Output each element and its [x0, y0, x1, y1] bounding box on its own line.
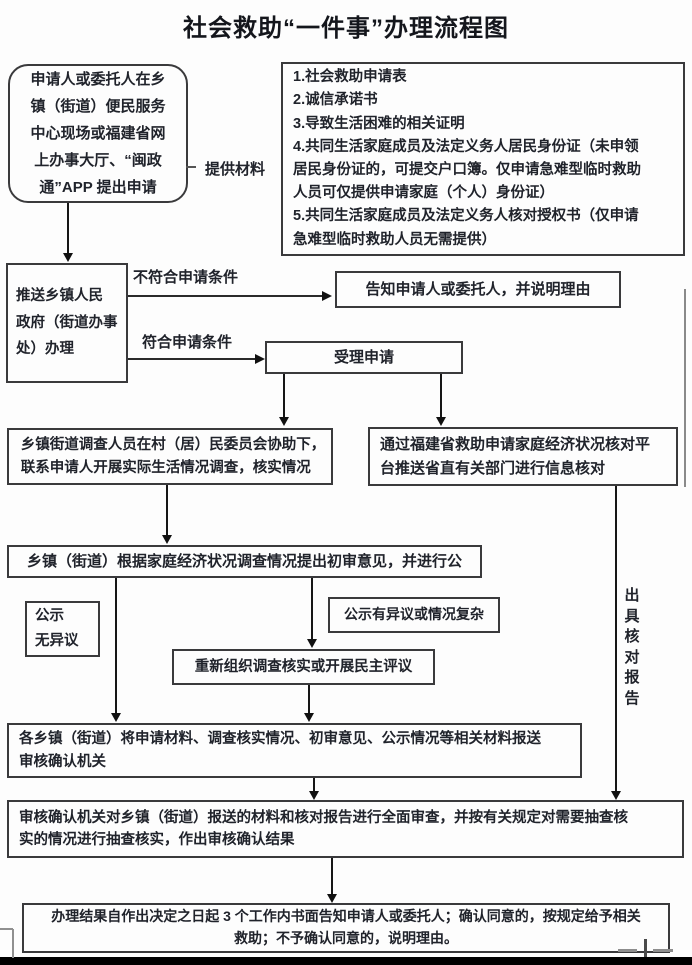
node-accept: 受理申请 [265, 341, 463, 374]
node-final-review-text: 审核确认机关对乡镇（街道）报送的材料和核对报告进行全面审查，并按有关规定对需要抽… [19, 809, 628, 848]
arrowhead-accept-to-platform [436, 417, 446, 426]
node-initial-review: 乡镇（街道）根据家庭经济状况调查情况提出初审意见，并进行公 [7, 545, 482, 578]
arrowhead-recheck-to-submit [304, 713, 314, 722]
scan-artifact-bottom-left-h [0, 928, 13, 930]
node-initial-review-text: 乡镇（街道）根据家庭经济状况调查情况提出初审意见，并进行公 [27, 552, 463, 570]
arrowhead-push-to-notify [322, 291, 332, 301]
arrowhead-final-to-result [327, 894, 337, 903]
issue-report-label: 出 具 核 对 报 告 [624, 587, 640, 707]
node-notify-text: 告知申请人或委托人，并说明理由 [365, 280, 591, 298]
arrowhead-initial-to-recheck [307, 639, 317, 648]
node-recheck-text: 重新组织调查核实或开展民主评议 [194, 658, 413, 675]
node-materials: 1.社会救助申请表 2.诚信承诺书 3.导致生活困难的相关证明 4.共同生活家庭… [281, 62, 685, 256]
arrow-line-accept-to-platform [440, 374, 442, 418]
not-eligible-label: 不符合申请条件 [133, 269, 239, 286]
node-platform-text: 通过福建省救助申请家庭经济状况核对平 台推送省直有关部门进行信息核对 [380, 436, 651, 477]
scan-artifact-right-edge-line [684, 289, 686, 487]
scan-artifact-bottom-right-v [644, 939, 647, 957]
arrowhead-survey-to-initial [162, 535, 172, 544]
node-objection-text: 公示有异议或情况复杂 [344, 606, 484, 623]
arrowhead-apply-to-push [63, 253, 73, 262]
arrowhead-accept-to-survey [279, 417, 289, 426]
scan-artifact-bottom-right-dash1 [618, 949, 637, 952]
arrow-line-final-to-result [331, 858, 333, 895]
node-result: 办理结果自作出决定之日起 3 个工作内书面告知申请人或委托人；确认同意的，按规定… [22, 903, 670, 953]
node-no-objection-text: 公示 无异议 [35, 608, 79, 649]
node-final-review: 审核确认机关对乡镇（街道）报送的材料和核对报告进行全面审查，并按有关规定对需要抽… [7, 800, 684, 858]
callout-tick [186, 166, 196, 168]
eligible-label: 符合申请条件 [142, 334, 233, 351]
node-platform: 通过福建省救助申请家庭经济状况核对平 台推送省直有关部门进行信息核对 [368, 427, 678, 486]
node-survey: 乡镇街道调查人员在村（居）民委员会协助下， 联系申请人开展实际生活情况调查，核实… [7, 428, 333, 485]
node-survey-text: 乡镇街道调查人员在村（居）民委员会协助下， 联系申请人开展实际生活情况调查，核实… [20, 437, 326, 476]
node-push: 推送乡镇人民 政府（街道办事 处）办理 [6, 263, 128, 383]
node-accept-text: 受理申请 [333, 348, 394, 366]
arrow-line-push-to-notify [128, 295, 324, 297]
arrow-line-apply-to-push [67, 203, 69, 254]
node-materials-text: 1.社会救助申请表 2.诚信承诺书 3.导致生活困难的相关证明 4.共同生活家庭… [293, 69, 641, 248]
node-apply: 申请人或委托人在乡 镇（街道）便民服务 中心现场或福建省网 上办事大厅、“闽政 … [8, 64, 188, 203]
node-notify: 告知申请人或委托人，并说明理由 [335, 271, 621, 308]
arrow-line-platform-to-final [615, 486, 617, 791]
arrow-line-survey-to-initial [166, 485, 168, 535]
node-push-text: 推送乡镇人民 政府（街道办事 处）办理 [16, 287, 118, 358]
page-title: 社会救助“一件事”办理流程图 [183, 15, 509, 42]
node-no-objection: 公示 无异议 [25, 601, 100, 657]
arrowhead-submit-to-final [309, 791, 319, 800]
scan-artifact-bottom-right-dash2 [653, 949, 673, 952]
node-recheck: 重新组织调查核实或开展民主评议 [172, 649, 435, 685]
arrow-line-push-to-accept [128, 358, 256, 360]
node-apply-text: 申请人或委托人在乡 镇（街道）便民服务 中心现场或福建省网 上办事大厅、“闽政 … [30, 71, 166, 196]
arrow-line-initial-to-submit [115, 578, 117, 714]
arrow-line-accept-to-survey [283, 374, 285, 418]
node-result-text: 办理结果自作出决定之日起 3 个工作内书面告知申请人或委托人；确认同意的，按规定… [51, 908, 641, 946]
scan-artifact-bottom-bar [0, 957, 692, 965]
provide-materials-label: 提供材料 [205, 161, 266, 178]
arrow-line-initial-to-recheck [311, 578, 313, 639]
node-submit: 各乡镇（街道）将申请材料、调查核实情况、初审意见、公示情况等相关材料报送 审核确… [7, 723, 582, 778]
scan-artifact-bottom-left-v [12, 929, 14, 958]
arrow-line-submit-to-final [313, 778, 315, 792]
arrow-line-recheck-to-submit [308, 685, 310, 714]
node-submit-text: 各乡镇（街道）将申请材料、调查核实情况、初审意见、公示情况等相关材料报送 审核确… [19, 731, 541, 770]
arrowhead-initial-to-submit [111, 713, 121, 722]
arrowhead-platform-to-final [611, 791, 621, 800]
node-objection: 公示有异议或情况复杂 [328, 597, 500, 633]
arrowhead-push-to-accept [255, 354, 265, 364]
